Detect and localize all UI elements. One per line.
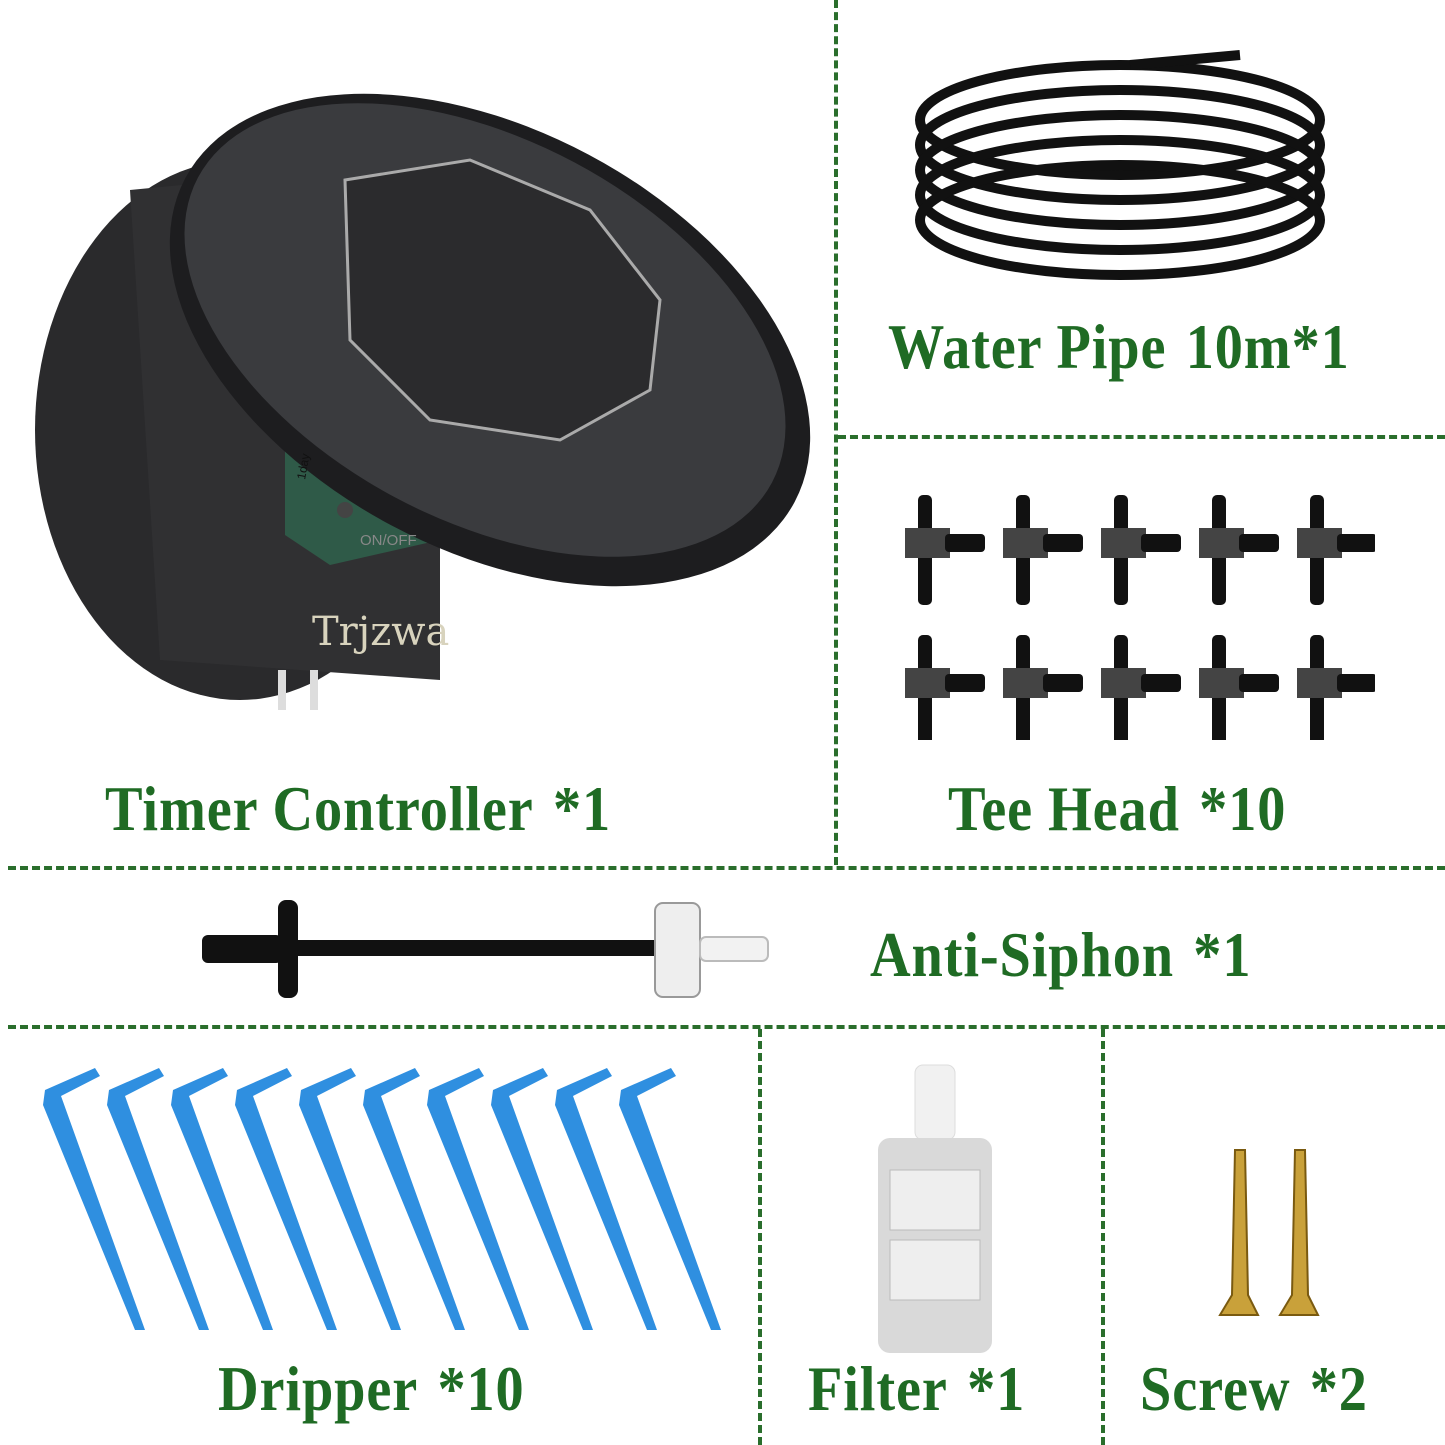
tee-head (1101, 635, 1181, 740)
tee-head (1297, 635, 1375, 740)
dripper (619, 1068, 721, 1330)
dripper (43, 1068, 145, 1330)
tee-heads-image (905, 495, 1375, 740)
filter-image (878, 1064, 992, 1353)
screws-image (1218, 1149, 1320, 1316)
tee-head (1199, 635, 1279, 740)
dripper (427, 1068, 529, 1330)
dripper (555, 1068, 657, 1330)
divider (834, 0, 838, 865)
divider (838, 435, 1445, 439)
tee-head (1199, 495, 1279, 605)
tee-head (1003, 635, 1083, 740)
dial-label: ON/OFF (360, 532, 417, 549)
divider (8, 1025, 1445, 1029)
dripper (171, 1068, 273, 1330)
water-pipe-image (915, 50, 1325, 280)
divider (1101, 1029, 1105, 1445)
tee-head (1101, 495, 1181, 605)
tee-head (1003, 495, 1083, 605)
drippers-image (43, 1068, 721, 1330)
divider (8, 866, 1445, 870)
timer-controller-image: ON/OFF 1day Trjzwa (35, 93, 811, 710)
dripper (299, 1068, 401, 1330)
dripper (363, 1068, 465, 1330)
tee-head (1297, 495, 1375, 605)
anti-siphon-image (202, 900, 769, 998)
tee-head (905, 495, 985, 605)
item-label-timer-controller: Timer Controller*1 (105, 773, 612, 844)
divider (758, 1029, 762, 1445)
item-label-dripper: Dripper*10 (218, 1353, 525, 1424)
item-label-screw: Screw*2 (1140, 1353, 1368, 1424)
item-label-tee-head: Tee Head*10 (948, 773, 1287, 844)
dripper (491, 1068, 593, 1330)
dripper (107, 1068, 209, 1330)
tee-head (905, 635, 985, 740)
dial-mark: 1day (294, 452, 312, 480)
dripper (235, 1068, 337, 1330)
item-label-filter: Filter*1 (808, 1353, 1026, 1424)
item-label-anti-siphon: Anti-Siphon*1 (870, 919, 1252, 990)
brand-logo: Trjzwa (312, 609, 449, 655)
